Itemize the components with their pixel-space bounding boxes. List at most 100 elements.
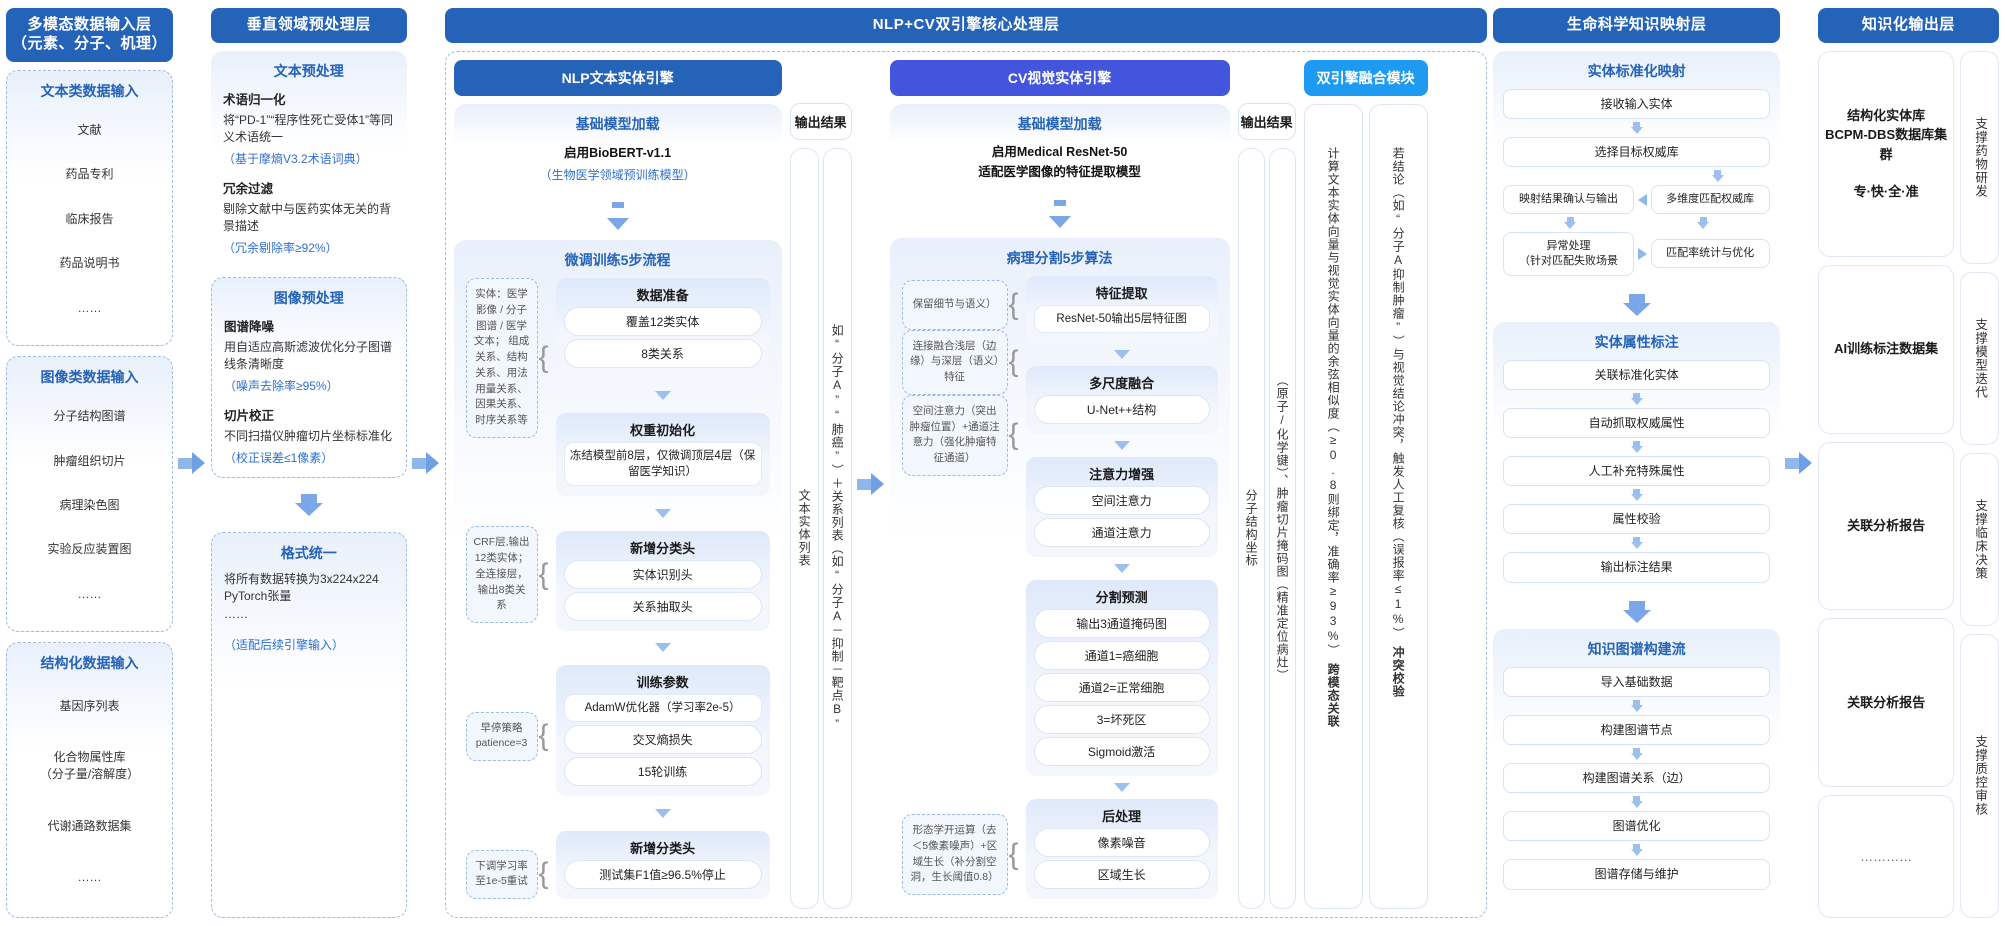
step-item[interactable]: 关系抽取头 bbox=[563, 591, 762, 621]
nlp-text-entity-engine: NLP文本实体引擎 基础模型加载 启用BioBERT-v1.1 （生物医学领域预… bbox=[453, 59, 782, 909]
map-box[interactable]: 自动抓取权威属性 bbox=[1503, 407, 1770, 439]
step-item[interactable]: 通道注意力 bbox=[1033, 517, 1210, 547]
step-item[interactable]: AdamW优化器（学习率2e-5） bbox=[563, 694, 762, 723]
step-item[interactable]: 交叉熵损失 bbox=[563, 725, 762, 755]
arrow-down-icon bbox=[1503, 796, 1769, 809]
step-item[interactable]: 通道2=正常细胞 bbox=[1033, 672, 1210, 702]
map-box[interactable]: 输出标注结果 bbox=[1503, 552, 1770, 583]
map-box[interactable]: 构建图谱节点 bbox=[1503, 714, 1770, 745]
step-item[interactable]: 覆盖12类实体 bbox=[563, 307, 762, 337]
list-item: 基因序列表 bbox=[59, 698, 120, 713]
output-card-more: ………… bbox=[1817, 794, 1955, 919]
step-item[interactable]: 测试集F1值≥96.5%停止 bbox=[563, 859, 762, 889]
arrow-down-icon bbox=[654, 809, 671, 819]
column-preprocess: 垂直领域预处理层 文本预处理 术语归一化 将“PD-1”“程序性死亡受体1”等同… bbox=[210, 8, 407, 918]
arrow-down-icon bbox=[654, 390, 671, 400]
card-text-data-input: 文本类数据输入 文献 药品专利 临床报告 药品说明书 …… bbox=[6, 69, 173, 346]
block-label: 切片校正 bbox=[223, 409, 274, 424]
step-title: 后处理 bbox=[1102, 808, 1142, 824]
step-segmentation-prediction: 分割预测 输出3通道掩码图 通道1=癌细胞 通道2=正常细胞 3=坏死区 Sig… bbox=[1025, 579, 1218, 776]
card-title: 实体标准化映射 bbox=[1587, 62, 1686, 79]
step-title: 特征提取 bbox=[1095, 285, 1148, 301]
map-box[interactable]: 选择目标权威库 bbox=[1503, 136, 1770, 168]
step-item[interactable]: 3=坏死区 bbox=[1033, 704, 1210, 734]
step-item[interactable]: 冻结模型前8层，仅微调顶层4层（保留医学知识） bbox=[563, 441, 762, 486]
map-box[interactable]: 关联标准化实体 bbox=[1503, 359, 1770, 390]
column-header-input: 多模态数据输入层 （元素、分子、机理） bbox=[6, 8, 173, 62]
map-box[interactable]: 多维度匹配权威库 bbox=[1650, 185, 1770, 214]
nlp-steps-column: 数据准备 覆盖12类实体 8类关系 权重初始化 冻结模型前8层，仅微调顶层4层（… bbox=[555, 278, 770, 899]
benefit-clinical-decision: 支撑临床决策 bbox=[1960, 452, 1999, 626]
step-item[interactable]: 空间注意力 bbox=[1033, 485, 1210, 515]
map-box[interactable]: 人工补充特殊属性 bbox=[1503, 456, 1770, 487]
list-item: …… bbox=[77, 586, 102, 601]
cv-steps-column: 特征提取 ResNet-50输出5层特征图 多尺度融合 U-Net++结构 注意… bbox=[1025, 275, 1218, 899]
arrow-down-icon bbox=[1493, 293, 1779, 316]
step-title: 训练参数 bbox=[636, 675, 689, 691]
list-item: 药品说明书 bbox=[59, 256, 120, 271]
step-item[interactable]: 8类关系 bbox=[563, 339, 762, 369]
list-item: …… bbox=[77, 869, 102, 884]
card-entity-standardization: 实体标准化映射 接收输入实体 选择目标权威库 映射结果确认与输出 多维度匹配权威… bbox=[1493, 50, 1780, 288]
map-box[interactable]: 匹配率统计与优化 bbox=[1650, 239, 1770, 269]
arrow-down-icon bbox=[606, 218, 629, 231]
output-col-relation-list: 如“分子A”“肺癌”）＋关系列表（如“分子A－抑制－靶点B” bbox=[822, 147, 852, 909]
engine-header-cv: CV视觉实体引擎 bbox=[889, 59, 1230, 96]
base-model-name: 启用BioBERT-v1.1 bbox=[564, 145, 672, 160]
step-title: 多尺度融合 bbox=[1089, 375, 1155, 391]
map-box[interactable]: 构建图谱关系（边） bbox=[1503, 762, 1770, 794]
list-item: 药品专利 bbox=[65, 167, 114, 182]
step-title: 新增分类头 bbox=[630, 540, 696, 556]
note: 保留细节与语义） bbox=[901, 279, 1008, 330]
arrow-right-icon bbox=[178, 452, 206, 474]
note: 早停策略 patience=3 bbox=[465, 711, 538, 762]
step-training-params: 训练参数 AdamW优化器（学习率2e-5） 交叉熵损失 15轮训练 bbox=[555, 665, 770, 797]
column-data-input: 多模态数据输入层 （元素、分子、机理） 文本类数据输入 文献 药品专利 临床报告… bbox=[6, 8, 173, 919]
step-item[interactable]: Sigmoid激活 bbox=[1033, 736, 1210, 766]
step-item[interactable]: 像素噪音 bbox=[1033, 827, 1210, 857]
step-item[interactable]: 输出3通道掩码图 bbox=[1033, 608, 1210, 638]
output-card-analysis-report-1: 关联分析报告 bbox=[1817, 441, 1955, 611]
step-item[interactable]: 15轮训练 bbox=[563, 757, 762, 787]
block-body: 剔除文献中与医药实体无关的背景描述 bbox=[222, 201, 391, 234]
cv-notes-column: 保留细节与语义） { 连接融合浅层（边缘）与深层（语义）特征 { 空间注意力（突… bbox=[901, 276, 1020, 899]
card-structured-data-input: 结构化数据输入 基因序列表 化合物属性库 （分子量/溶解度） 代谢通路数据集 …… bbox=[6, 641, 173, 919]
step-attention-enhance: 注意力增强 空间注意力 通道注意力 bbox=[1025, 456, 1218, 557]
card-entity-attribute-annotation: 实体属性标注 关联标准化实体 自动抓取权威属性 人工补充特殊属性 属性校验 输出… bbox=[1493, 321, 1780, 595]
block-note: （校正误差≤1像素） bbox=[223, 450, 334, 465]
column-knowledge-mapping: 生命科学知识映射层 实体标准化映射 接收输入实体 选择目标权威库 映射结果确认与… bbox=[1493, 8, 1780, 918]
step-item[interactable]: 区域生长 bbox=[1033, 859, 1210, 889]
map-box[interactable]: 导入基础数据 bbox=[1503, 666, 1770, 697]
block-note: （噪声去除率≥95%） bbox=[223, 378, 339, 393]
column-header-output: 知识化输出层 bbox=[1817, 8, 1999, 43]
step-item[interactable]: 实体识别头 bbox=[563, 559, 762, 589]
map-box[interactable]: 属性校验 bbox=[1503, 504, 1770, 535]
map-box[interactable]: 异常处理 （针对匹配失败场景 bbox=[1503, 231, 1634, 276]
nlp-output-result: 输出结果 文本实体列表 如“分子A”“肺癌”）＋关系列表（如“分子A－抑制－靶点… bbox=[789, 60, 852, 909]
card-text-preprocess: 文本预处理 术语归一化 将“PD-1”“程序性死亡受体1”等同义术语统一 （基于… bbox=[210, 50, 407, 268]
card-title: 微调训练5步流程 bbox=[564, 252, 671, 269]
step-title: 权重初始化 bbox=[630, 422, 696, 438]
map-box[interactable]: 图谱优化 bbox=[1503, 811, 1770, 842]
step-item[interactable]: ResNet-50输出5层特征图 bbox=[1033, 304, 1210, 333]
list-item: 化合物属性库 （分子量/溶解度） bbox=[39, 749, 140, 782]
cv-visual-entity-engine: CV视觉实体引擎 基础模型加载 启用Medical ResNet-50 适配医学… bbox=[889, 59, 1230, 909]
step-title: 数据准备 bbox=[636, 288, 689, 304]
arrow-down-icon bbox=[1564, 216, 1577, 229]
map-box[interactable]: 接收输入实体 bbox=[1503, 88, 1770, 119]
card-title: 结构化数据输入 bbox=[40, 654, 139, 671]
step-item[interactable]: 通道1=癌细胞 bbox=[1033, 640, 1210, 670]
map-box[interactable]: 图谱存储与维护 bbox=[1503, 859, 1770, 890]
arrow-down-icon bbox=[1503, 441, 1769, 454]
engine-header-nlp: NLP文本实体引擎 bbox=[453, 59, 782, 96]
output-title: 输出结果 bbox=[789, 102, 852, 140]
block-note: （适配后续引擎输入） bbox=[223, 638, 344, 653]
block-note: （基于摩熵V3.2术语词典） bbox=[222, 151, 368, 166]
map-box[interactable]: 映射结果确认与输出 bbox=[1503, 185, 1634, 214]
column-core-processing: NLP+CV双引擎核心处理层 NLP文本实体引擎 基础模型加载 启用BioBER… bbox=[444, 8, 1488, 918]
block-body: 将“PD-1”“程序性死亡受体1”等同义术语统一 bbox=[222, 112, 393, 145]
brace-icon: { bbox=[538, 341, 549, 375]
arrow-down-icon bbox=[1113, 563, 1130, 573]
step-item[interactable]: U-Net++结构 bbox=[1033, 394, 1210, 424]
column-header-preprocess: 垂直领域预处理层 bbox=[210, 8, 407, 43]
